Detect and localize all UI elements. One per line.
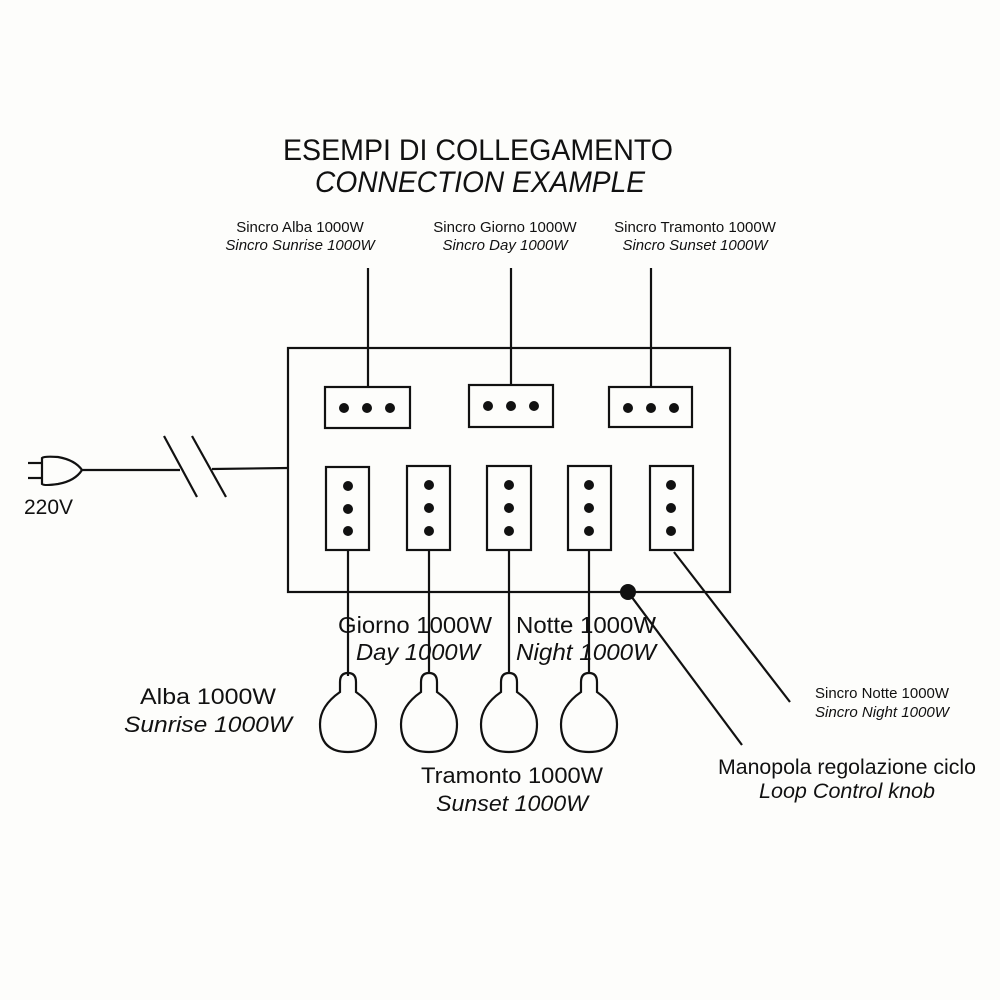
loop-control-knob[interactable]: [620, 584, 636, 600]
day-lamp-label-en: Day 1000W: [356, 639, 482, 665]
day-lamp-label-it: Giorno 1000W: [338, 612, 492, 638]
sync-day-label-it: Sincro Giorno 1000W: [433, 219, 577, 236]
sync-socket-sunrise[interactable]: [323, 385, 412, 430]
sync-night-label-it: Sincro Notte 1000W: [815, 685, 950, 702]
title-en: CONNECTION EXAMPLE: [315, 166, 646, 199]
socket-night[interactable]: [566, 464, 613, 552]
sync-socket-day[interactable]: [467, 383, 555, 429]
socket-sunrise[interactable]: [324, 465, 371, 552]
sync-sunset-label-it: Sincro Tramonto 1000W: [614, 219, 777, 236]
controller-box: [286, 346, 732, 594]
power-plug-icon: [28, 455, 84, 487]
night-lamp-label-it: Notte 1000W: [516, 612, 656, 638]
bulb-icon: [399, 671, 459, 754]
bulb-icon: [559, 671, 619, 754]
bulb-icon: [318, 671, 378, 754]
sync-day-label-en: Sincro Day 1000W: [442, 237, 569, 254]
sunrise-lamp-label-en: Sunrise 1000W: [124, 712, 294, 737]
title-it: ESEMPI DI COLLEGAMENTO: [283, 134, 673, 167]
sync-socket-night[interactable]: [648, 464, 695, 552]
knob-label-it: Manopola regolazione ciclo: [718, 756, 976, 779]
knob-label-en: Loop Control knob: [759, 780, 935, 803]
voltage-label: 220V: [24, 496, 73, 519]
wires: [82, 268, 791, 746]
sync-sunrise-label-en: Sincro Sunrise 1000W: [225, 237, 376, 254]
night-lamp-label-en: Night 1000W: [516, 639, 658, 665]
socket-day[interactable]: [405, 464, 452, 552]
sunset-lamp-label-it: Tramonto 1000W: [421, 763, 603, 788]
sync-night-label-en: Sincro Night 1000W: [815, 704, 951, 721]
socket-sunset[interactable]: [485, 464, 533, 552]
sunrise-lamp-label-it: Alba 1000W: [140, 684, 276, 709]
sync-sunrise-label-it: Sincro Alba 1000W: [236, 219, 364, 236]
bulb-icon: [479, 671, 539, 754]
sync-socket-sunset[interactable]: [607, 385, 694, 429]
sunset-lamp-label-en: Sunset 1000W: [436, 791, 590, 816]
sync-sunset-label-en: Sincro Sunset 1000W: [622, 237, 769, 254]
